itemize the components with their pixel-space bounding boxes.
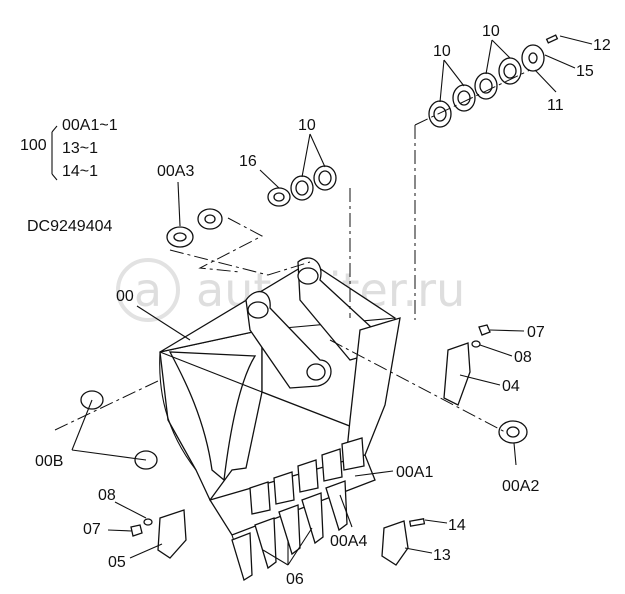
callout-15: 15 — [576, 63, 594, 80]
bolt-12 — [545, 34, 559, 44]
labels: 100 00A1~1 13~1 14~1 DC9249404 00 00B 00… — [20, 23, 611, 588]
assembly-parent-label: 100 — [20, 137, 47, 154]
side-cutter-bottom — [381, 520, 409, 566]
watermark-logo-glyph: a — [134, 263, 162, 317]
callout-08-right: 08 — [514, 349, 532, 366]
adapter-4 — [321, 448, 343, 482]
bucket-body — [159, 257, 401, 561]
callout-08-left: 08 — [98, 487, 116, 504]
bolt-14 — [409, 518, 426, 527]
tooth-1 — [231, 532, 253, 582]
callout-11: 11 — [547, 97, 564, 114]
callout-00A3: 00A3 — [157, 163, 194, 180]
washer-08-right — [471, 340, 481, 348]
adapter-2 — [273, 471, 295, 505]
callout-00A4: 00A4 — [330, 533, 367, 550]
tooth-5 — [325, 480, 348, 532]
callout-10-top-left: 10 — [433, 43, 451, 60]
washer-08-left — [143, 518, 153, 526]
callout-07-right: 07 — [527, 324, 545, 341]
assembly-child-1: 00A1~1 — [62, 117, 118, 134]
callout-07-left: 07 — [83, 521, 101, 538]
callout-06: 06 — [286, 571, 304, 588]
callout-05: 05 — [108, 554, 126, 571]
teeth-group — [231, 437, 365, 582]
adapter-3 — [297, 459, 319, 493]
callout-00B: 00B — [35, 453, 63, 470]
assembly-child-3: 14~1 — [62, 163, 98, 180]
tooth-2 — [254, 517, 277, 570]
tooth-4 — [301, 492, 324, 545]
leader-lines — [51, 35, 593, 566]
callout-12: 12 — [593, 37, 611, 54]
callout-16: 16 — [239, 153, 257, 170]
adapter-5 — [341, 437, 365, 471]
drawing-code: DC9249404 — [27, 218, 113, 235]
callout-00A1: 00A1 — [396, 464, 433, 481]
callout-10-mid: 10 — [298, 117, 316, 134]
callout-14: 14 — [448, 517, 466, 534]
hardware — [80, 34, 559, 537]
adapter-1 — [249, 481, 271, 515]
callout-00A2: 00A2 — [502, 478, 539, 495]
assembly-child-2: 13~1 — [62, 140, 98, 157]
tooth-3 — [278, 504, 301, 556]
callout-04: 04 — [502, 378, 520, 395]
callout-10-top-right: 10 — [482, 23, 500, 40]
callout-13: 13 — [433, 547, 451, 564]
nut-07-left — [130, 524, 143, 537]
center-lines — [54, 69, 531, 433]
side-cutter-left — [157, 509, 187, 559]
nut-07-right — [478, 324, 491, 336]
callout-00: 00 — [116, 288, 134, 305]
side-cutter-right — [443, 342, 471, 406]
